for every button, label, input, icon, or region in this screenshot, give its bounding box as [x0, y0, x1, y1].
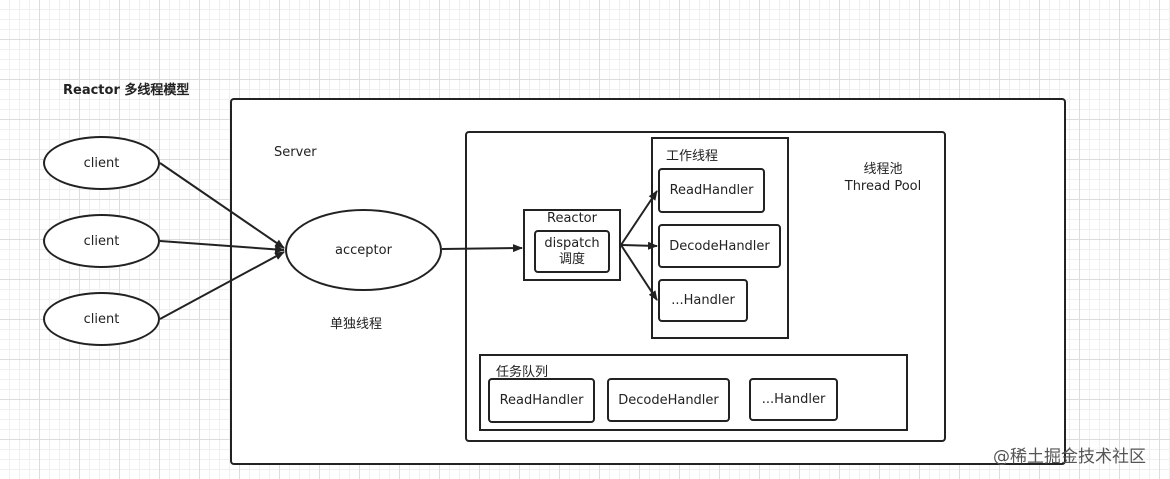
acceptor-caption: 单独线程	[330, 317, 383, 332]
diagram-title: Reactor 多线程模型	[63, 83, 190, 98]
server-label: Server	[274, 145, 317, 160]
worker-decode-handler: DecodeHandler	[658, 224, 781, 268]
dispatch-label-cn: 调度	[558, 251, 585, 267]
task-queue-title: 任务队列	[496, 365, 549, 380]
arrow-client1-acceptor	[159, 162, 285, 249]
arrow-acceptor-reactor	[441, 244, 523, 253]
thread-pool-label: 线程池 Thread Pool	[838, 161, 928, 195]
arrow-client3-acceptor	[159, 251, 285, 320]
arrow-client2-acceptor	[159, 240, 285, 254]
reactor-title: Reactor	[547, 211, 597, 226]
arrow-reactor-read	[620, 190, 658, 246]
acceptor-node: acceptor	[285, 209, 442, 291]
client-node-1: client	[43, 136, 160, 190]
worker-read-handler: ReadHandler	[658, 168, 765, 213]
worker-thread-title: 工作线程	[666, 149, 719, 164]
client-node-2: client	[43, 214, 160, 268]
thread-pool-label-en: Thread Pool	[844, 179, 922, 194]
queue-read-handler: ReadHandler	[488, 378, 595, 423]
arrow-reactor-decode	[620, 241, 658, 250]
thread-pool-label-cn: 线程池	[863, 162, 903, 177]
queue-decode-handler: DecodeHandler	[607, 378, 730, 422]
dispatch-box: dispatch 调度	[534, 230, 610, 273]
client-node-3: client	[43, 292, 160, 346]
arrow-reactor-generic	[620, 244, 658, 301]
watermark: @稀土掘金技术社区	[993, 447, 1146, 467]
worker-generic-handler: ...Handler	[658, 279, 748, 322]
queue-generic-handler: ...Handler	[749, 378, 838, 421]
dispatch-label: dispatch	[544, 235, 600, 251]
